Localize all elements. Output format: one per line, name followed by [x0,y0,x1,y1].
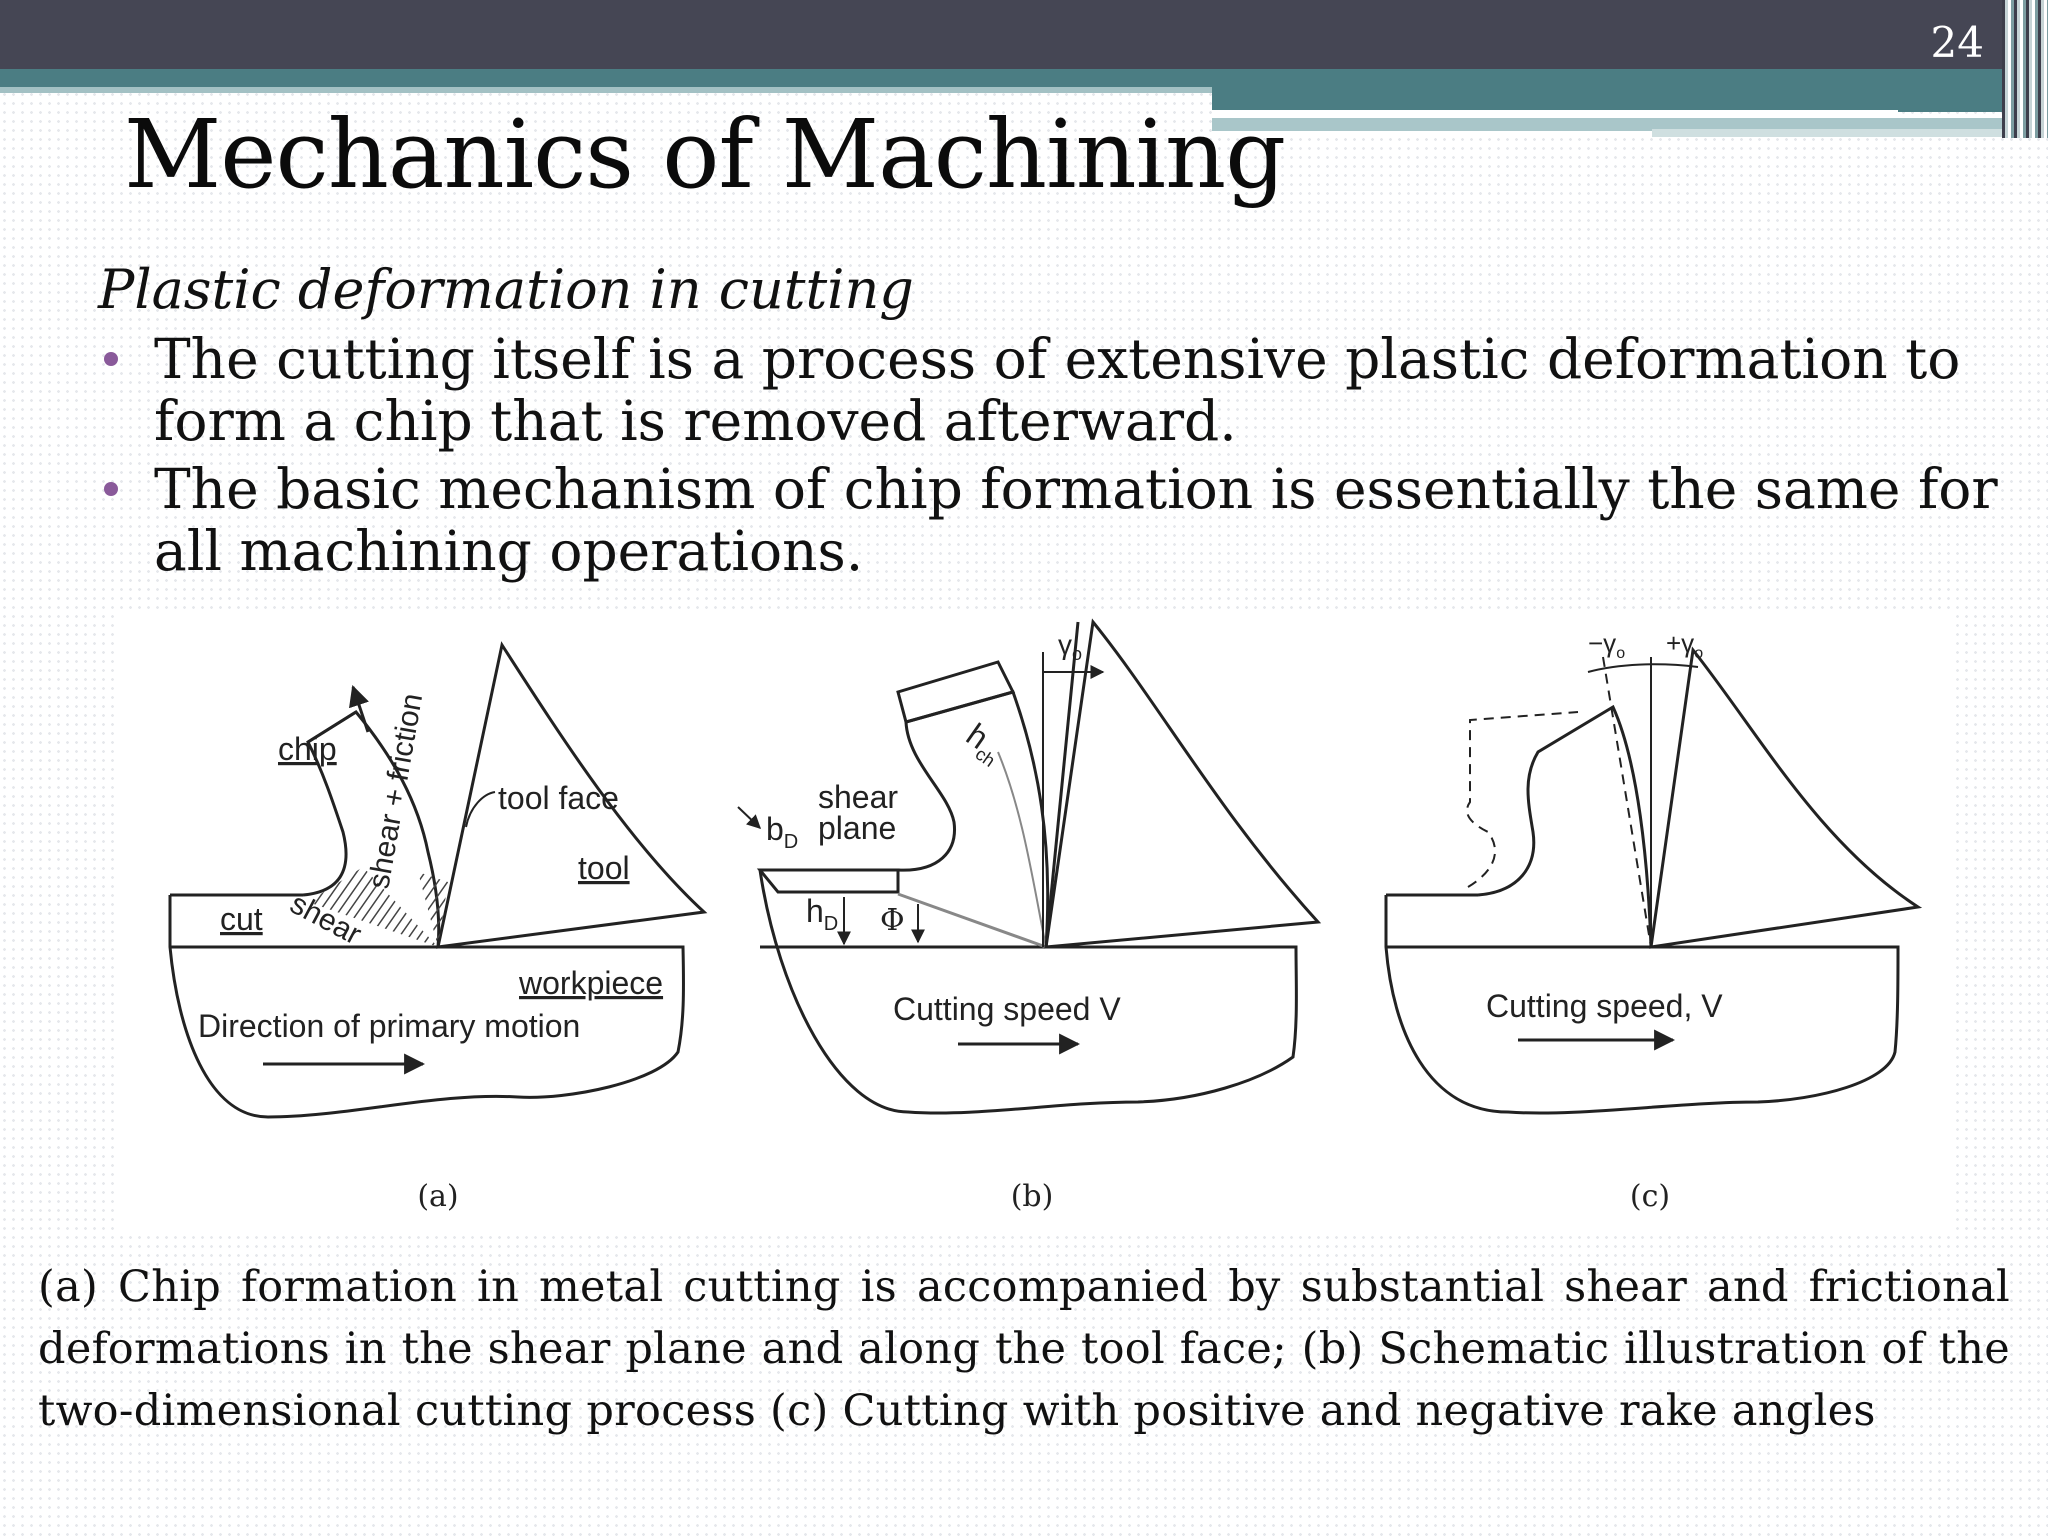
bullet-text: The basic mechanism of chip formation is… [154,457,1998,583]
shear-zone-a [308,867,438,947]
chip-b [897,690,1050,948]
chip-formation-figure: chip shear + friction tool face tool cut… [118,612,1954,1232]
bullet-icon [104,482,118,496]
slide-subtitle: Plastic deformation in cutting [98,258,914,321]
bullet-list: The cutting itself is a process of exten… [100,328,2030,588]
label-tool: tool [578,850,630,886]
rake-arc-c [1587,663,1699,673]
page-number: 24 [1930,18,1984,67]
bullet-item: The basic mechanism of chip formation is… [100,458,2030,582]
chip-inner-a [307,710,357,744]
bullet-icon [104,352,118,366]
chip-curve-b [997,751,1047,948]
bullet-item: The cutting itself is a process of exten… [100,328,2030,452]
label-tool-face: tool face [498,780,619,816]
shear-plane-b [897,892,1047,949]
figure-caption: (a) Chip formation in metal cutting is a… [38,1262,2010,1436]
workpiece-c [1384,895,1900,1115]
label-shear-friction: shear + friction [362,691,429,891]
label-cutting-speed-c: Cutting speed, V [1486,988,1723,1024]
chip-arrow-a [349,685,370,733]
chip-top-b [896,660,1016,724]
workpiece-b [758,869,1298,1115]
accent-band-pale [1652,129,2002,137]
decorative-stripes [2002,0,2048,138]
tool-c [1649,646,1923,949]
label-direction: Direction of primary motion [198,1008,580,1044]
diagram-b: shear plane bD hD Φ hch γo Cutting speed… [737,618,1322,1214]
accent-band-left [0,69,1212,87]
tool-rake-b [1044,621,1080,948]
accent-band-left-light [0,87,1212,93]
accent-band-right [1212,69,2002,112]
label-phi: Φ [880,903,905,938]
label-bd: bD [766,811,798,853]
chip-c [1477,704,1653,948]
accent-band-line [1212,110,1898,115]
uncut-layer-b [756,868,900,894]
label-shear-b: shear [818,779,898,815]
chip-a [302,710,441,948]
label-pos-gamma: +γo [1666,628,1703,662]
tool-b [1044,618,1322,949]
label-cutting-speed-b: Cutting speed V [893,991,1121,1027]
bd-arrow [737,806,762,829]
label-neg-gamma: −γo [1588,628,1625,662]
sublabel-a: (a) [417,1179,458,1214]
slide-title: Mechanics of Machining [124,100,1286,210]
label-hd: hD [806,893,838,935]
sublabel-b: (b) [1011,1179,1054,1214]
bullet-text: The cutting itself is a process of exten… [154,327,1961,453]
label-workpiece: workpiece [518,965,663,1001]
workpiece-a [168,895,685,1119]
accent-band-line [1212,131,1652,137]
tool-face-leader-a [465,791,496,828]
accent-band-light [1212,118,2002,132]
sublabel-c: (c) [1630,1179,1670,1214]
friction-zone-a [418,872,448,947]
label-cut: cut [220,901,263,937]
diagram-a: chip shear + friction tool face tool cut… [168,641,708,1214]
chip-dashed-c [1466,711,1579,888]
label-gamma-b: γo [1058,629,1082,664]
tool-dashed-c [1602,656,1652,948]
top-bar [0,0,2048,69]
diagram-c: −γo +γo Cutting speed, V (c) [1384,628,1923,1214]
chip-formation-diagram: chip shear + friction tool face tool cut… [168,618,1923,1214]
label-plane-b: plane [818,810,896,846]
label-chip: chip [278,731,337,767]
tool-a [436,641,708,949]
